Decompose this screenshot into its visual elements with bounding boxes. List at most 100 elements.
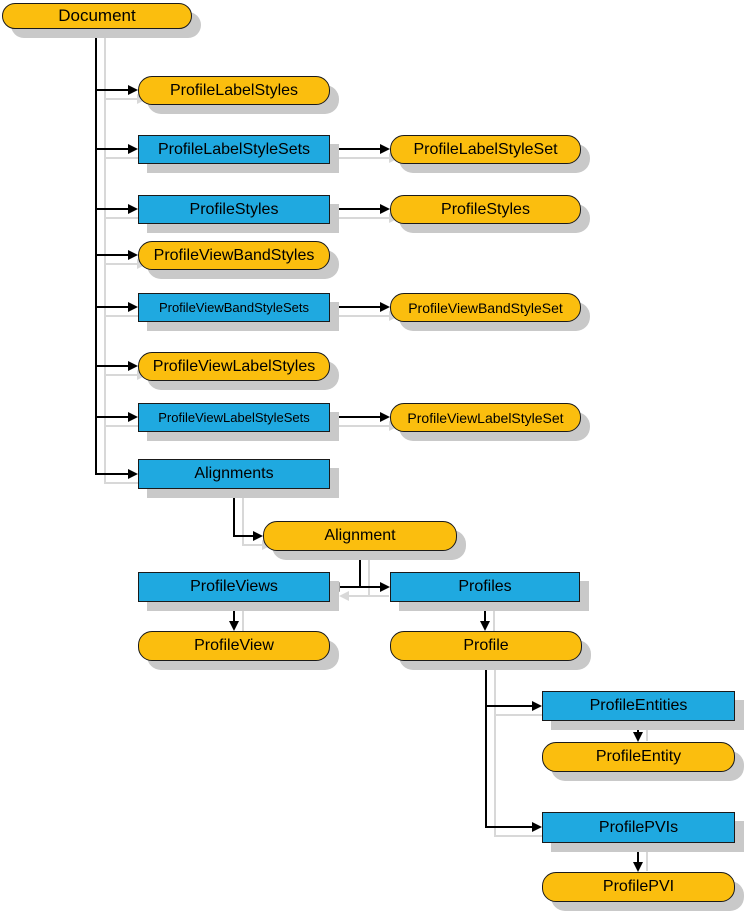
node-label: ProfileStyles: [189, 200, 279, 218]
node-profileviewlabelstyleset[interactable]: ProfileViewLabelStyleSet: [390, 403, 581, 432]
arrowhead: [253, 531, 263, 541]
shadow-branch: [104, 425, 147, 427]
node-profile[interactable]: Profile: [390, 631, 582, 661]
arrowhead: [128, 250, 138, 260]
arrowhead: [128, 144, 138, 154]
connector-alignment-tee-v: [359, 551, 361, 588]
arrowhead: [128, 412, 138, 422]
node-alignments[interactable]: Alignments: [138, 459, 330, 489]
connector-profileviewbandstylesets-profileviewbandstyleset: [330, 306, 380, 308]
node-label: ProfileViewBandStyles: [153, 246, 315, 264]
node-profilelabelstyles[interactable]: ProfileLabelStyles: [138, 76, 330, 105]
connector-document-profilestyles: [95, 208, 128, 210]
node-document[interactable]: Document: [2, 3, 192, 29]
arrowhead: [128, 361, 138, 371]
node-label: ProfileEntity: [595, 748, 682, 765]
arrowhead: [380, 412, 390, 422]
arrowhead: [380, 302, 390, 312]
shadow-branch: [494, 835, 551, 837]
shadow-branch: [104, 374, 147, 376]
connector-profile-profilepvis: [485, 826, 532, 828]
shadow-connector: [646, 852, 648, 871]
connector-profile-profileentities: [485, 705, 532, 707]
node-profilepvi[interactable]: ProfilePVI: [542, 872, 735, 902]
node-profileviewbandstylesets[interactable]: ProfileViewBandStyleSets: [138, 293, 330, 322]
arrowhead-down: [480, 621, 490, 631]
shadow-connector: [339, 157, 399, 159]
shadow-branch: [104, 157, 147, 159]
shadow-branch: [104, 98, 147, 100]
shadow-branch: [104, 263, 147, 265]
node-label: ProfileStyles: [441, 200, 530, 218]
arrowhead-down: [633, 862, 643, 872]
connector-document-trunk: [95, 29, 97, 475]
connector-document-alignments: [95, 473, 128, 475]
connector-profilestyles-profilestyles: [330, 208, 380, 210]
connector-document-profileviewbandstylesets: [95, 306, 128, 308]
shadow-connector: [242, 611, 244, 631]
arrowhead-to-profileviews: [330, 582, 340, 592]
node-profilestyles-collection[interactable]: ProfileStyles: [138, 195, 330, 224]
shadow-document-trunk: [104, 38, 106, 484]
shadow-branch: [104, 315, 147, 317]
arrowhead-down: [633, 732, 643, 742]
node-alignment[interactable]: Alignment: [263, 521, 457, 551]
node-profileviewbandstyles[interactable]: ProfileViewBandStyles: [138, 241, 330, 270]
arrowhead: [128, 302, 138, 312]
node-label: ProfileLabelStyles: [169, 81, 299, 99]
node-label: ProfileViewLabelStyleSet: [407, 409, 564, 426]
shadow-branch: [494, 714, 551, 716]
node-label: ProfileViews: [190, 578, 278, 595]
connector-profileviewlabelstylesets-profileviewlabelstyleset: [330, 416, 380, 418]
node-profileentity[interactable]: ProfileEntity: [542, 742, 735, 772]
shadow-connector: [646, 730, 648, 741]
connector-document-profileviewlabelstyles: [95, 365, 128, 367]
node-profileviewbandstyleset[interactable]: ProfileViewBandStyleSet: [390, 293, 581, 322]
arrowhead: [128, 204, 138, 214]
arrowhead: [532, 822, 542, 832]
shadow-elbow: [349, 595, 389, 597]
connector-profile-trunk: [485, 661, 487, 828]
shadow-elbow: [242, 498, 244, 546]
connector-alignments-alignment-h: [233, 535, 253, 537]
node-profilestyles-object[interactable]: ProfileStyles: [390, 195, 581, 224]
connector-profileviews-profileview: [233, 602, 235, 622]
node-label: Profiles: [458, 578, 512, 595]
arrowhead: [532, 701, 542, 711]
node-label: Alignment: [324, 527, 396, 544]
shadow-elbow: [368, 560, 370, 597]
connector-document-profilelabelstylesets: [95, 148, 128, 150]
connector-alignments-alignment-v: [233, 489, 235, 537]
node-profileviewlabelstyles[interactable]: ProfileViewLabelStyles: [138, 352, 330, 381]
node-profilepvis[interactable]: ProfilePVIs: [542, 812, 735, 843]
node-profileviewlabelstylesets[interactable]: ProfileViewLabelStyleSets: [138, 403, 330, 432]
node-profilelabelstylesets[interactable]: ProfileLabelStyleSets: [138, 135, 330, 164]
node-label: ProfilePVIs: [598, 818, 679, 836]
shadow-arrowhead: [339, 591, 349, 601]
node-profilelabelstyleset[interactable]: ProfileLabelStyleSet: [390, 135, 581, 164]
node-profileview[interactable]: ProfileView: [138, 631, 330, 661]
connector-document-profileviewlabelstylesets: [95, 416, 128, 418]
arrowhead-to-profiles: [380, 582, 390, 592]
node-label: ProfileLabelStyleSet: [413, 140, 558, 158]
node-profiles[interactable]: Profiles: [390, 572, 580, 602]
connector-profilepvis-profilepvi: [637, 843, 639, 862]
arrowhead: [128, 85, 138, 95]
node-label: ProfilePVI: [602, 878, 675, 895]
node-profileviews[interactable]: ProfileViews: [138, 572, 330, 602]
node-label: ProfileViewBandStyleSets: [158, 300, 310, 315]
node-label: ProfileViewBandStyleSet: [408, 299, 563, 316]
connector-profilelabelstylesets-profilelabelstyleset: [330, 148, 380, 150]
node-label: Alignments: [194, 465, 274, 482]
arrowhead: [128, 469, 138, 479]
arrowhead: [380, 204, 390, 214]
node-label: ProfileViewLabelStyleSets: [158, 410, 310, 425]
node-label: Profile: [463, 637, 509, 654]
node-label: ProfileViewLabelStyles: [152, 357, 316, 375]
node-profileentities[interactable]: ProfileEntities: [542, 691, 735, 721]
connector-alignment-tee-h: [340, 586, 380, 588]
node-label: Document: [58, 6, 136, 25]
shadow-connector: [339, 315, 399, 317]
shadow-branch: [104, 217, 147, 219]
